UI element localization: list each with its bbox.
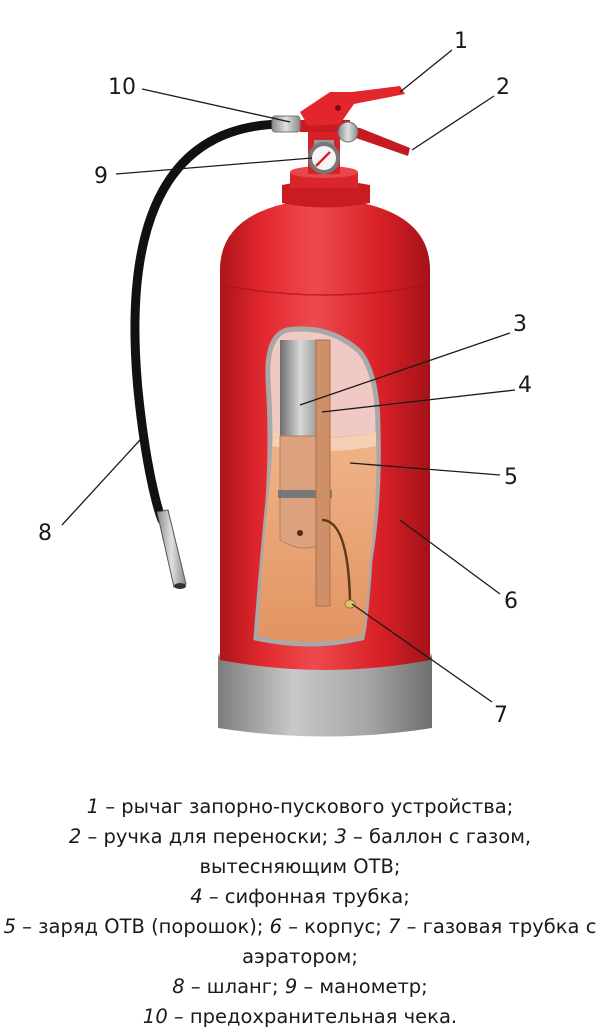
aerator bbox=[344, 599, 356, 609]
caption-number: 9 bbox=[284, 975, 298, 998]
callout-8: 8 bbox=[38, 521, 52, 546]
caption: 1 – рычаг запорно-пускового устройства; … bbox=[0, 792, 600, 1032]
caption-text: – баллон с газом, вытесняющим ОТВ; bbox=[199, 825, 532, 878]
caption-number: 3 bbox=[334, 825, 347, 848]
caption-text: – ручка для переноски; bbox=[81, 825, 335, 848]
callout-7: 7 bbox=[494, 703, 508, 728]
caption-text: – шланг; bbox=[184, 975, 285, 998]
caption-number: 10 bbox=[142, 1005, 168, 1028]
callout-4: 4 bbox=[518, 373, 532, 398]
callout-6: 6 bbox=[504, 589, 518, 614]
caption-line: 8 – шланг; 9 – манометр; bbox=[0, 972, 600, 1002]
caption-line: 5 – заряд ОТВ (порошок); 6 – корпус; 7 –… bbox=[0, 912, 600, 972]
caption-number: 8 bbox=[172, 975, 185, 998]
callout-9: 9 bbox=[94, 164, 108, 189]
caption-line: 10 – предохранительная чека. bbox=[0, 1002, 600, 1032]
siphon-tube bbox=[315, 339, 331, 607]
callout-1: 1 bbox=[454, 29, 468, 54]
caption-line: 2 – ручка для переноски; 3 – баллон с га… bbox=[0, 822, 600, 882]
gas-tube bbox=[321, 518, 352, 601]
callout-3: 3 bbox=[513, 312, 527, 337]
caption-text: – заряд ОТВ (порошок); bbox=[15, 915, 270, 938]
caption-text: – манометр; bbox=[297, 975, 428, 998]
safety-pin bbox=[337, 121, 359, 143]
caption-text: – газовая трубка с аэратором; bbox=[242, 915, 597, 968]
caption-line: 1 – рычаг запорно-пускового устройства; bbox=[0, 792, 600, 822]
caption-text: – рычаг запорно-пускового устройства; bbox=[99, 795, 514, 818]
caption-line: 4 – сифонная трубка; bbox=[0, 882, 600, 912]
fire-extinguisher-diagram: 1 2 3 4 5 6 7 8 9 10 bbox=[38, 29, 532, 737]
caption-number: 6 bbox=[269, 915, 283, 938]
hose-nozzle bbox=[156, 509, 187, 588]
callout-10: 10 bbox=[108, 75, 136, 100]
hose bbox=[130, 119, 287, 525]
caption-text: – предохранительная чека. bbox=[167, 1005, 458, 1028]
caption-number: 1 bbox=[86, 795, 100, 818]
base-ring bbox=[218, 655, 432, 737]
caption-number: 2 bbox=[68, 825, 82, 848]
gauge bbox=[308, 140, 340, 174]
caption-number: 7 bbox=[388, 915, 401, 938]
leader-lines bbox=[61, 49, 516, 703]
caption-number: 5 bbox=[3, 915, 16, 938]
caption-text: – сифонная трубка; bbox=[202, 885, 410, 908]
lever bbox=[300, 86, 405, 126]
callout-5: 5 bbox=[504, 465, 518, 490]
caption-text: – корпус; bbox=[282, 915, 389, 938]
caption-number: 4 bbox=[190, 885, 203, 908]
callout-2: 2 bbox=[496, 75, 510, 100]
